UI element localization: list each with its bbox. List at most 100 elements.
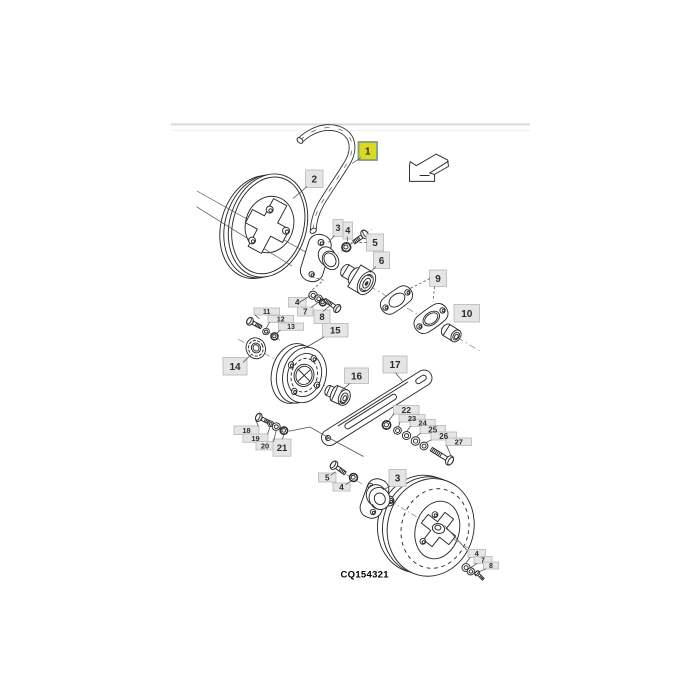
part-washer-25 [410, 436, 421, 446]
leader-4b [345, 480, 352, 486]
callout-27[interactable] [445, 437, 472, 446]
leader-27 [446, 445, 452, 457]
view-direction-arrow-icon [409, 153, 449, 182]
part-washer-26 [419, 441, 429, 451]
part-hub-top [299, 233, 340, 283]
part-washer-20 [271, 422, 281, 431]
callout-7c[interactable] [473, 556, 493, 564]
callout-number-4c: 4 [475, 549, 480, 558]
callout-number-14: 14 [229, 362, 241, 373]
leader-16 [340, 383, 351, 392]
callout-3b[interactable] [388, 469, 407, 487]
part-pulley-15 [270, 343, 327, 404]
callout-9[interactable] [429, 269, 447, 287]
top-rule-shadow [171, 129, 530, 131]
callout-number-23: 23 [408, 414, 416, 423]
leader-4m [298, 295, 311, 303]
connector-line-2 [309, 276, 325, 292]
leader-12 [265, 322, 270, 329]
callout-2[interactable] [305, 169, 324, 188]
callout-14[interactable] [222, 357, 248, 376]
callout-21[interactable] [272, 438, 292, 457]
leader-26 [425, 439, 432, 444]
part-v-belt-1 [296, 124, 356, 234]
leader-lines [242, 157, 487, 573]
part-bolt-11 [246, 316, 263, 330]
connector-line-3 [444, 525, 471, 554]
axle-line-lower [196, 206, 293, 267]
callout-number-4t: 4 [345, 226, 350, 236]
callout-8c[interactable] [483, 561, 499, 570]
leader-6 [369, 266, 377, 273]
callout-17[interactable] [382, 355, 408, 374]
part-nut-13 [270, 332, 279, 341]
part-bolt-8-mid [323, 298, 342, 313]
leader-19 [267, 425, 271, 435]
callout-number-22: 22 [402, 405, 412, 415]
callout-6[interactable] [373, 251, 390, 269]
part-gasket-9-second [413, 302, 449, 335]
callout-26[interactable] [430, 431, 457, 441]
callout-number-17: 17 [389, 360, 401, 371]
callout-11[interactable] [253, 307, 280, 316]
leader-7c [470, 562, 478, 568]
callout-19[interactable] [242, 433, 269, 443]
leader-25 [416, 432, 421, 438]
leader-24 [406, 425, 411, 432]
callout-number-26: 26 [439, 432, 448, 441]
leader-21 [282, 433, 285, 440]
callout-number-8c: 8 [489, 563, 493, 570]
callout-7m[interactable] [297, 306, 314, 317]
callout-number-1: 1 [365, 147, 371, 158]
leader-9 [409, 278, 431, 289]
part-gasket-9-first [379, 285, 414, 315]
part-washer-24 [401, 430, 412, 441]
leader-3t [328, 235, 335, 243]
callout-number-5t: 5 [372, 238, 378, 249]
part-washer-12 [262, 327, 270, 336]
callout-number-15: 15 [330, 326, 341, 337]
leader-22 [388, 413, 395, 422]
callout-number-9: 9 [435, 274, 441, 285]
callout-number-10: 10 [461, 309, 473, 320]
callout-1[interactable] [357, 141, 378, 161]
callout-number-19: 19 [251, 434, 259, 443]
part-bearing-14 [245, 337, 267, 360]
callout-boxes [222, 141, 499, 570]
callout-10[interactable] [453, 304, 480, 323]
leader-7m [310, 302, 318, 308]
callout-15[interactable] [322, 323, 349, 338]
callout-number-2: 2 [311, 174, 317, 185]
part-hub-bottom [359, 478, 395, 519]
callout-number-3b: 3 [395, 474, 401, 485]
callout-number-7m: 7 [303, 307, 308, 316]
leader-4c [465, 557, 471, 564]
leader-15 [303, 336, 325, 349]
leader-9 [432, 286, 435, 302]
connector-lines [288, 276, 471, 554]
callout-12[interactable] [267, 315, 294, 323]
part-nut-22 [381, 420, 392, 430]
callout-13[interactable] [278, 322, 304, 331]
callout-16[interactable] [344, 367, 369, 384]
part-bushing-10 [440, 323, 462, 343]
leader-5b [330, 471, 336, 476]
part-coupler-16 [324, 385, 351, 406]
callout-number-8m: 8 [319, 312, 324, 323]
callout-4t[interactable] [342, 221, 353, 240]
callout-8m[interactable] [313, 309, 331, 324]
axis-bottom-disc [390, 500, 475, 552]
part-sheave-center-cross [244, 198, 291, 254]
leader-23 [398, 421, 401, 427]
callout-5b[interactable] [318, 472, 337, 483]
leader-1 [351, 157, 362, 164]
leader-13 [276, 329, 281, 335]
callout-number-13: 13 [287, 324, 295, 331]
callout-number-12: 12 [277, 317, 285, 324]
part-disc-bottom-spokes [419, 511, 457, 548]
callout-number-25: 25 [428, 425, 437, 434]
part-nut-4-top [341, 242, 352, 253]
callout-4b[interactable] [332, 482, 351, 492]
figure-code: CQ154321 [341, 570, 390, 581]
